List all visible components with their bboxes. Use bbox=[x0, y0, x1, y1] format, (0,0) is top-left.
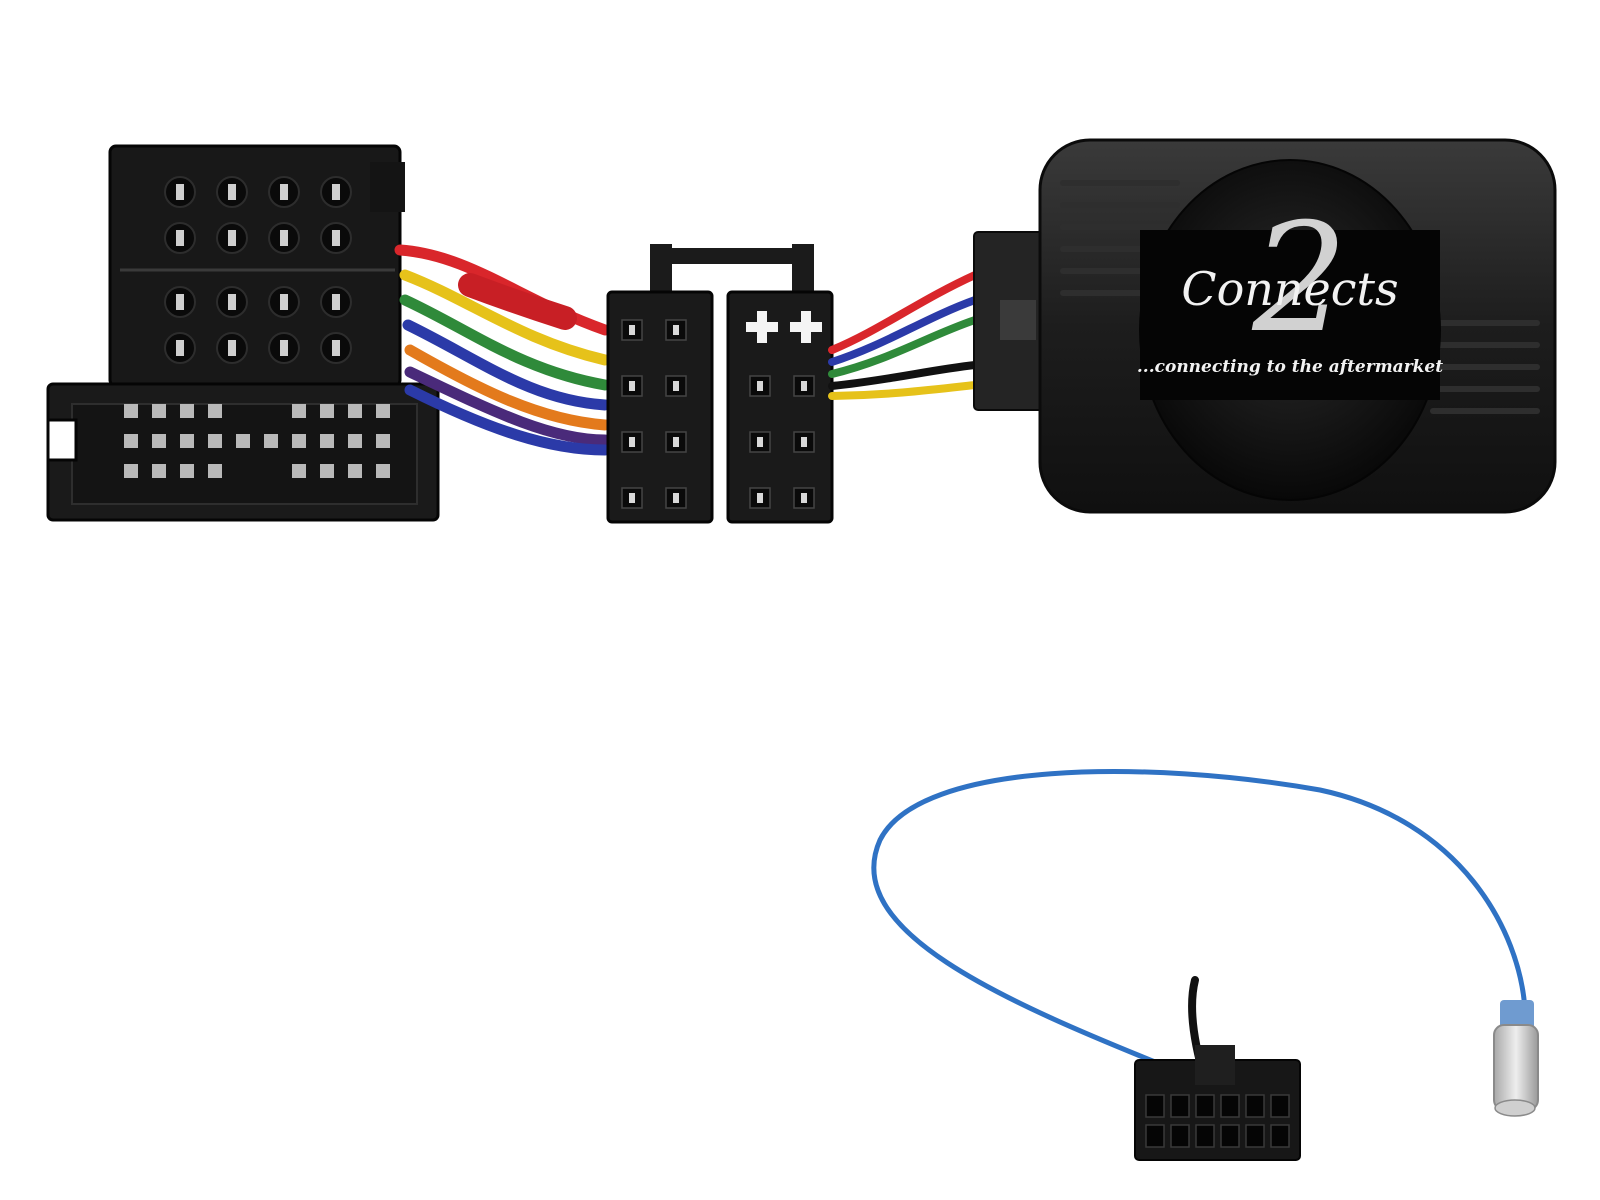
wire-bundle-left bbox=[394, 244, 611, 456]
pin-contact bbox=[180, 404, 194, 418]
pin-socket bbox=[1245, 1124, 1265, 1148]
pin-contact bbox=[176, 340, 184, 356]
pin-contact bbox=[629, 381, 635, 391]
grip-rib bbox=[1430, 342, 1540, 348]
pin-contact bbox=[292, 404, 306, 418]
pin-contact bbox=[629, 437, 635, 447]
pin-contact bbox=[236, 434, 250, 448]
pin-contact bbox=[280, 230, 288, 246]
pin-contact bbox=[376, 464, 390, 478]
grip-rib bbox=[1430, 364, 1540, 370]
svg-text:Connects: Connects bbox=[1181, 262, 1398, 316]
pin-contact bbox=[376, 434, 390, 448]
pin-contact bbox=[152, 404, 166, 418]
vehicle-iso-connector bbox=[46, 144, 440, 522]
pin-contact bbox=[801, 493, 807, 503]
pin-contact bbox=[376, 404, 390, 418]
pin-contact bbox=[332, 230, 340, 246]
pin-contact bbox=[228, 184, 236, 200]
pin-contact bbox=[228, 294, 236, 310]
pin-contact bbox=[348, 404, 362, 418]
plus-key-icon bbox=[746, 311, 822, 343]
pin-socket bbox=[1195, 1124, 1215, 1148]
pin-contact bbox=[280, 294, 288, 310]
pin-contact bbox=[180, 434, 194, 448]
pin-contact bbox=[757, 437, 763, 447]
pin-contact bbox=[757, 493, 763, 503]
pin-socket bbox=[1170, 1124, 1190, 1148]
pin-socket bbox=[1145, 1124, 1165, 1148]
pin-grid bbox=[164, 176, 352, 364]
pin-contact bbox=[176, 230, 184, 246]
pin-contact bbox=[673, 493, 679, 503]
pin-contact bbox=[280, 184, 288, 200]
pin-contact bbox=[673, 381, 679, 391]
pin-contact bbox=[152, 464, 166, 478]
pin-contact bbox=[228, 340, 236, 356]
pin-contact bbox=[348, 464, 362, 478]
pin-contact bbox=[673, 437, 679, 447]
grip-rib bbox=[1060, 180, 1180, 186]
pin-socket bbox=[1145, 1094, 1165, 1118]
svg-text:2: 2 bbox=[1251, 192, 1347, 366]
pin-contact bbox=[124, 464, 138, 478]
pin-contact bbox=[180, 464, 194, 478]
pin-contact bbox=[176, 294, 184, 310]
radio-iso-connector bbox=[606, 244, 834, 524]
pin-socket bbox=[1195, 1094, 1215, 1118]
pin-socket bbox=[1220, 1124, 1240, 1148]
pin-contact bbox=[629, 325, 635, 335]
antenna-ferrule bbox=[1493, 1000, 1539, 1117]
pin-contact bbox=[292, 464, 306, 478]
pin-contact bbox=[332, 184, 340, 200]
grip-rib bbox=[1430, 320, 1540, 326]
grip-rib bbox=[1060, 202, 1180, 208]
pin-contact bbox=[320, 434, 334, 448]
pin-contact bbox=[673, 325, 679, 335]
pin-contact bbox=[228, 230, 236, 246]
steering-interface-box: 2 Connects ...connecting to the aftermar… bbox=[973, 138, 1557, 514]
pin-contact bbox=[208, 404, 222, 418]
pin-contact bbox=[801, 437, 807, 447]
grip-rib bbox=[1060, 224, 1180, 230]
pin-contact bbox=[348, 434, 362, 448]
pin-contact bbox=[280, 340, 288, 356]
pin-socket bbox=[1220, 1094, 1240, 1118]
tagline: ...connecting to the aftermarket bbox=[1137, 357, 1443, 377]
pin-socket bbox=[1270, 1124, 1290, 1148]
patch-lead bbox=[871, 769, 1539, 1161]
pin-contact bbox=[124, 434, 138, 448]
pin-contact bbox=[292, 434, 306, 448]
lower-pin-grid bbox=[124, 404, 390, 478]
pin-socket bbox=[1270, 1094, 1290, 1118]
pin-contact bbox=[629, 493, 635, 503]
pin-contact bbox=[757, 381, 763, 391]
pin-contact bbox=[152, 434, 166, 448]
grip-rib bbox=[1430, 408, 1540, 414]
pin-contact bbox=[264, 434, 278, 448]
pin-contact bbox=[208, 434, 222, 448]
pin-contact bbox=[320, 464, 334, 478]
molex-pins bbox=[1145, 1094, 1290, 1148]
brand-logo: 2 Connects ...connecting to the aftermar… bbox=[1137, 192, 1443, 377]
pin-socket bbox=[1170, 1094, 1190, 1118]
pin-contact bbox=[208, 464, 222, 478]
pin-contact bbox=[332, 294, 340, 310]
wire-bundle-right bbox=[828, 271, 979, 400]
center-pin-grid bbox=[621, 319, 815, 509]
pin-contact bbox=[176, 184, 184, 200]
pin-contact bbox=[124, 404, 138, 418]
pin-socket bbox=[1245, 1094, 1265, 1118]
pin-contact bbox=[320, 404, 334, 418]
grip-rib bbox=[1430, 386, 1540, 392]
pin-contact bbox=[801, 381, 807, 391]
pin-contact bbox=[332, 340, 340, 356]
heatshrink-sleeve bbox=[458, 273, 577, 330]
